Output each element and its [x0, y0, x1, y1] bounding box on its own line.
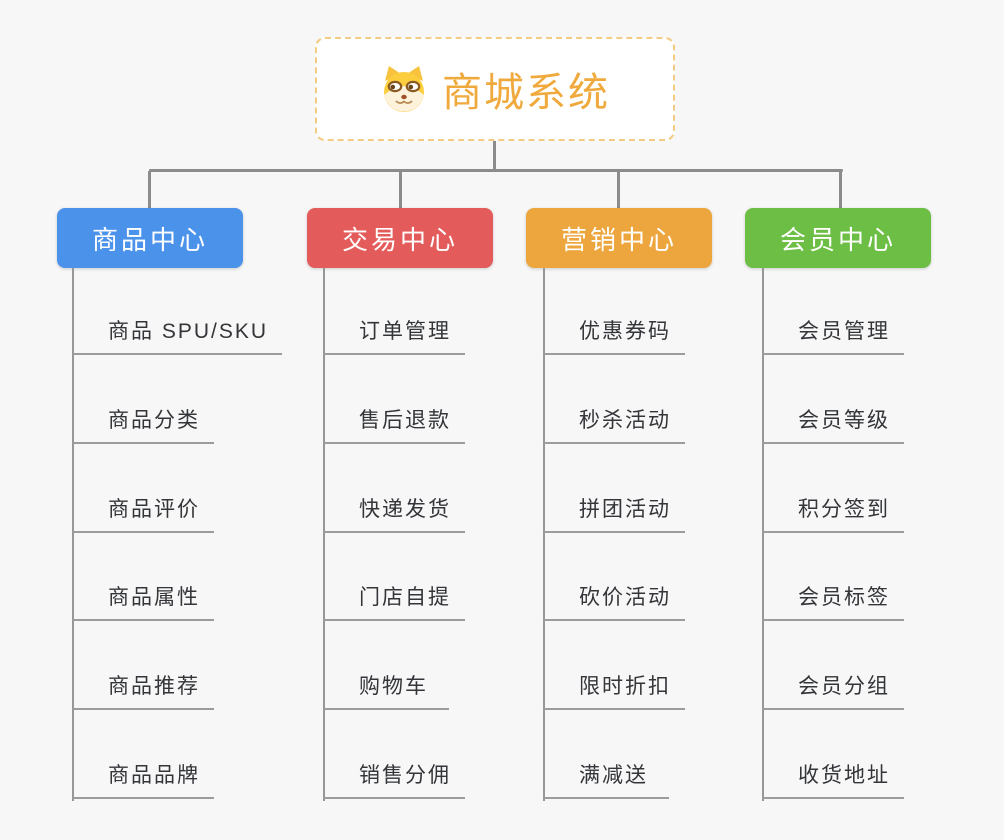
- branch-trade-center[interactable]: 交易中心: [307, 208, 493, 268]
- leaf-node[interactable]: 订单管理: [323, 319, 465, 355]
- leaf-node[interactable]: 收货地址: [762, 763, 904, 799]
- leaf-node[interactable]: 销售分佣: [323, 763, 465, 799]
- leaf-node[interactable]: 商品属性: [72, 585, 214, 621]
- doge-icon: [380, 65, 428, 113]
- root-title: 商城系统: [442, 71, 610, 115]
- leaf-node[interactable]: 秒杀活动: [543, 408, 685, 444]
- connector-drop-product: [148, 171, 151, 209]
- branch-marketing-children: 优惠券码 秒杀活动 拼团活动 砍价活动 限时折扣 满减送: [543, 268, 783, 801]
- leaf-node[interactable]: 优惠券码: [543, 319, 685, 355]
- connector-drop-marketing: [617, 171, 620, 209]
- leaf-node[interactable]: 商品推荐: [72, 674, 214, 710]
- branch-member-children: 会员管理 会员等级 积分签到 会员标签 会员分组 收货地址: [762, 268, 1002, 801]
- connector-root-stub: [493, 141, 496, 172]
- root-node[interactable]: 商城系统: [315, 37, 675, 141]
- leaf-node[interactable]: 会员等级: [762, 408, 904, 444]
- branch-trade-children: 订单管理 售后退款 快递发货 门店自提 购物车 销售分佣: [323, 268, 563, 801]
- connector-drop-member: [839, 171, 842, 209]
- leaf-node[interactable]: 售后退款: [323, 408, 465, 444]
- leaf-node[interactable]: 积分签到: [762, 497, 904, 533]
- leaf-node[interactable]: 商品分类: [72, 408, 214, 444]
- leaf-node[interactable]: 满减送: [543, 763, 669, 799]
- connector-horizontal-bar: [149, 169, 843, 172]
- leaf-node[interactable]: 商品品牌: [72, 763, 214, 799]
- branch-member-center[interactable]: 会员中心: [745, 208, 931, 268]
- leaf-node[interactable]: 门店自提: [323, 585, 465, 621]
- branch-product-center[interactable]: 商品中心: [57, 208, 243, 268]
- leaf-node[interactable]: 会员管理: [762, 319, 904, 355]
- leaf-node[interactable]: 砍价活动: [543, 585, 685, 621]
- branch-product-children: 商品 SPU/SKU 商品分类 商品评价 商品属性 商品推荐 商品品牌: [72, 268, 312, 801]
- connector-drop-trade: [399, 171, 402, 209]
- leaf-node[interactable]: 限时折扣: [543, 674, 685, 710]
- leaf-node[interactable]: 会员标签: [762, 585, 904, 621]
- leaf-node[interactable]: 拼团活动: [543, 497, 685, 533]
- leaf-node[interactable]: 商品 SPU/SKU: [72, 319, 283, 355]
- leaf-node[interactable]: 商品评价: [72, 497, 214, 533]
- leaf-node[interactable]: 会员分组: [762, 674, 904, 710]
- leaf-node[interactable]: 快递发货: [323, 497, 465, 533]
- branch-marketing-center[interactable]: 营销中心: [526, 208, 712, 268]
- leaf-node[interactable]: 购物车: [323, 674, 449, 710]
